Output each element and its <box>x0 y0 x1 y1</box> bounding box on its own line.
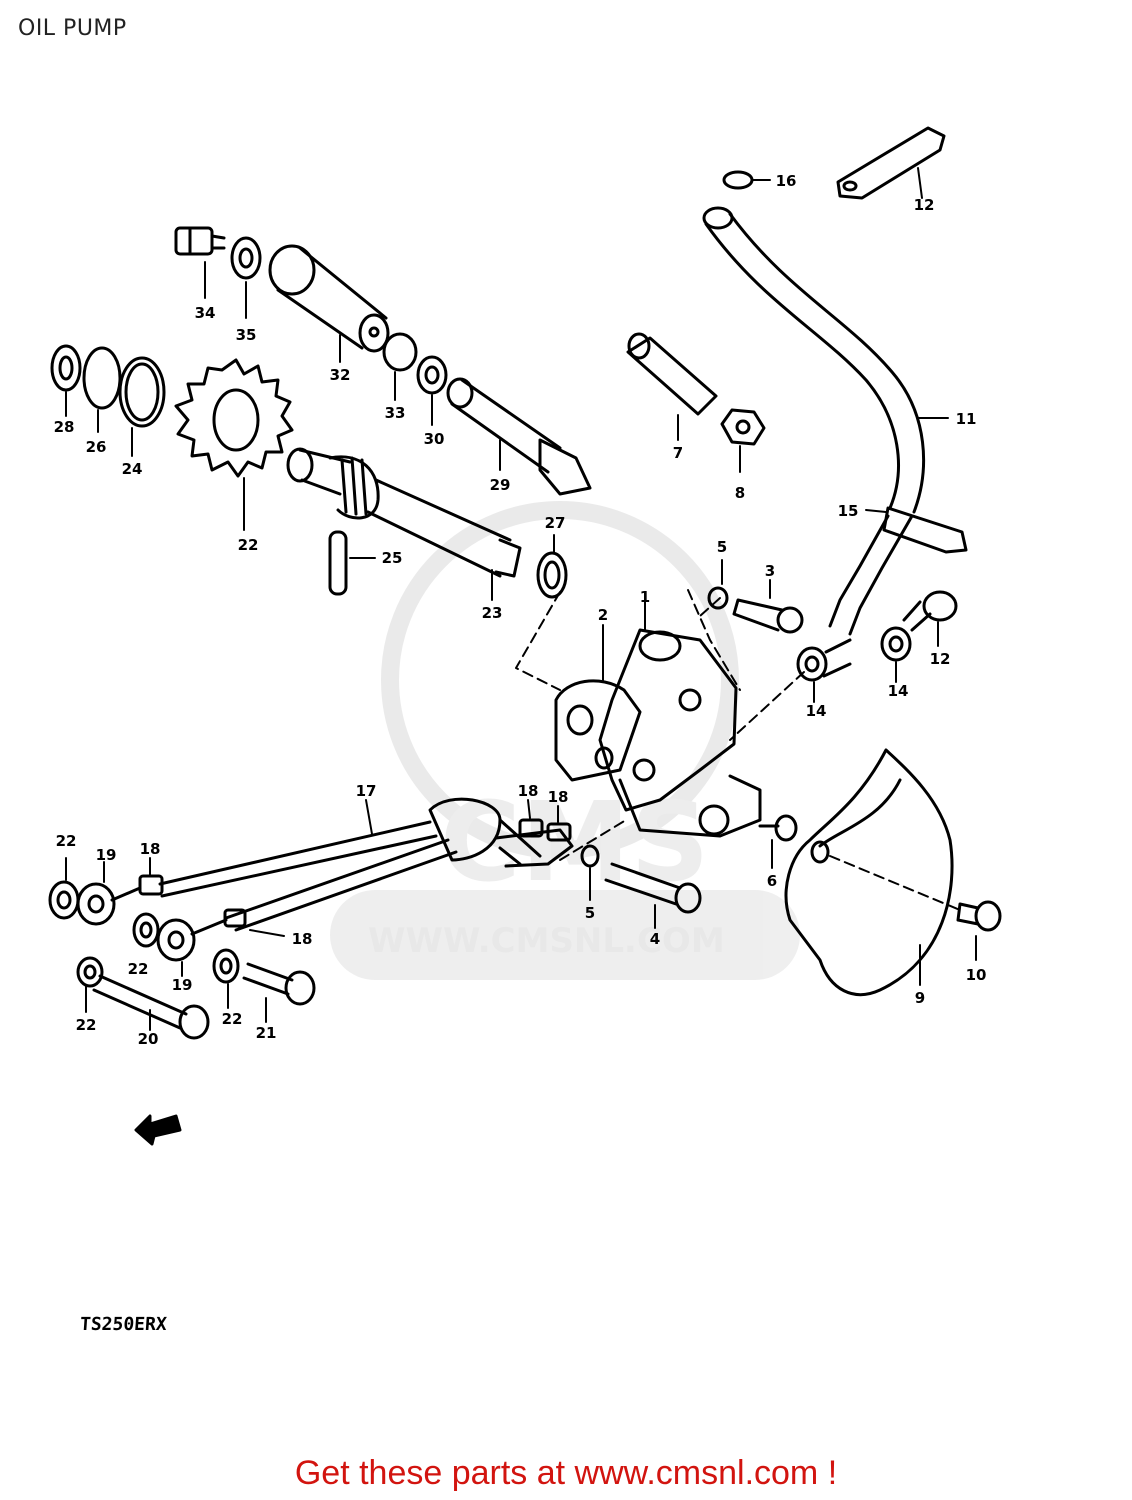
part-3-screw <box>732 579 804 634</box>
callout-14-right: 14 <box>888 682 909 700</box>
part-1-oil-pump-body <box>598 601 762 838</box>
part-19-banjo-fittings <box>76 861 228 977</box>
part-24-worm-shaft <box>286 447 522 601</box>
callout-8: 8 <box>735 484 745 502</box>
callout-21: 21 <box>256 1024 277 1042</box>
part-8-nut <box>720 408 766 473</box>
part-35-washer <box>230 236 262 319</box>
part-29-washer <box>50 344 82 417</box>
part-9-pump-cover <box>784 748 954 996</box>
callout-10: 10 <box>966 966 987 984</box>
callout-16: 16 <box>776 172 797 190</box>
part-4-bolt <box>604 862 702 929</box>
part-11-oil-hose <box>702 206 949 636</box>
cmsnl-watermark: WWW.CMSNL.COM CMS <box>330 501 800 980</box>
part-32-housing <box>268 244 390 363</box>
part-14-washer-upper <box>880 626 912 683</box>
assembly-guide-lines <box>515 589 961 911</box>
callout-27: 26 <box>86 438 107 456</box>
callout-22-d: 22 <box>222 1010 243 1028</box>
callout-9: 9 <box>915 989 925 1007</box>
callout-18-a: 18 <box>518 782 539 800</box>
callout-2: 2 <box>598 606 608 624</box>
page-title: OIL PUMP <box>18 16 127 41</box>
callout-34: 34 <box>195 304 216 322</box>
callout-labels: 34 35 32 33 30 29 28 26 24 22 25 23 27 7… <box>54 172 987 1048</box>
callout-11: 11 <box>956 410 977 428</box>
part-6-screw <box>758 814 798 869</box>
callout-30: 29 <box>490 476 511 494</box>
part-22-washers <box>48 857 240 1013</box>
part-14-washer-lower <box>796 638 852 703</box>
callout-26: 25 <box>382 549 403 567</box>
callout-32: 32 <box>330 366 351 384</box>
callout-23: 22 <box>238 536 259 554</box>
callout-14-left: 14 <box>806 702 827 720</box>
callout-22-b: 22 <box>128 960 149 978</box>
callout-19-a: 19 <box>96 846 117 864</box>
callout-12: 12 <box>914 196 935 214</box>
callout-22-c: 22 <box>76 1016 97 1034</box>
watermark-brand: CMS <box>440 778 709 906</box>
part-20-banjo-bolt <box>92 974 210 1040</box>
part-5-washer-lower <box>580 844 600 901</box>
callout-24: 23 <box>482 604 503 622</box>
part-30-shaft <box>446 377 592 496</box>
callout-31: 30 <box>424 430 445 448</box>
callout-4: 4 <box>650 930 660 948</box>
callout-5-lower: 5 <box>585 904 595 922</box>
callout-6: 6 <box>767 872 777 890</box>
part-23-gear <box>174 358 294 531</box>
part-5-washer-upper <box>707 559 729 610</box>
callout-15: 15 <box>838 502 859 520</box>
part-21-banjo-bolt <box>242 962 316 1023</box>
part-33-o-ring <box>382 332 418 401</box>
callout-22-a: 22 <box>56 832 77 850</box>
part-2-gasket <box>554 624 642 782</box>
part-16-clip <box>722 170 771 190</box>
part-27-circlip <box>82 346 122 433</box>
callout-5-upper: 5 <box>717 538 727 556</box>
callout-3: 3 <box>765 562 775 580</box>
part-15-clamp <box>865 506 968 554</box>
callout-13: 12 <box>930 650 951 668</box>
part-34-bolt <box>174 226 226 299</box>
part-18-hose-joints <box>138 799 572 937</box>
model-code: TS250ERX <box>79 1314 168 1335</box>
callout-25: 24 <box>122 460 143 478</box>
parts-shop-link[interactable]: Get these parts at www.cmsnl.com ! <box>294 1454 838 1492</box>
callout-18-c: 18 <box>140 840 161 858</box>
part-17-oil-lines <box>158 797 574 932</box>
callout-28: 27 <box>545 514 566 532</box>
part-13-banjo-bolt <box>902 590 958 647</box>
part-7-adjuster-screw <box>626 332 718 441</box>
part-25-shim <box>118 356 166 457</box>
callout-18-d: 18 <box>292 930 313 948</box>
callout-18-b: 18 <box>548 788 569 806</box>
callout-1: 1 <box>640 588 650 606</box>
watermark-url: WWW.CMSNL.COM <box>368 921 725 961</box>
callout-19-b: 19 <box>172 976 193 994</box>
part-28-washer <box>536 534 568 599</box>
callout-17: 17 <box>356 782 377 800</box>
callout-35: 35 <box>236 326 257 344</box>
callout-7: 7 <box>673 444 683 462</box>
callout-20: 20 <box>138 1030 159 1048</box>
part-26-pin <box>328 530 376 596</box>
part-31-washer <box>416 355 448 426</box>
part-10-screw <box>956 900 1002 961</box>
callout-29: 28 <box>54 418 75 436</box>
callout-33: 33 <box>385 404 406 422</box>
part-12-bracket <box>836 126 946 200</box>
front-arrow-icon <box>134 1114 182 1146</box>
